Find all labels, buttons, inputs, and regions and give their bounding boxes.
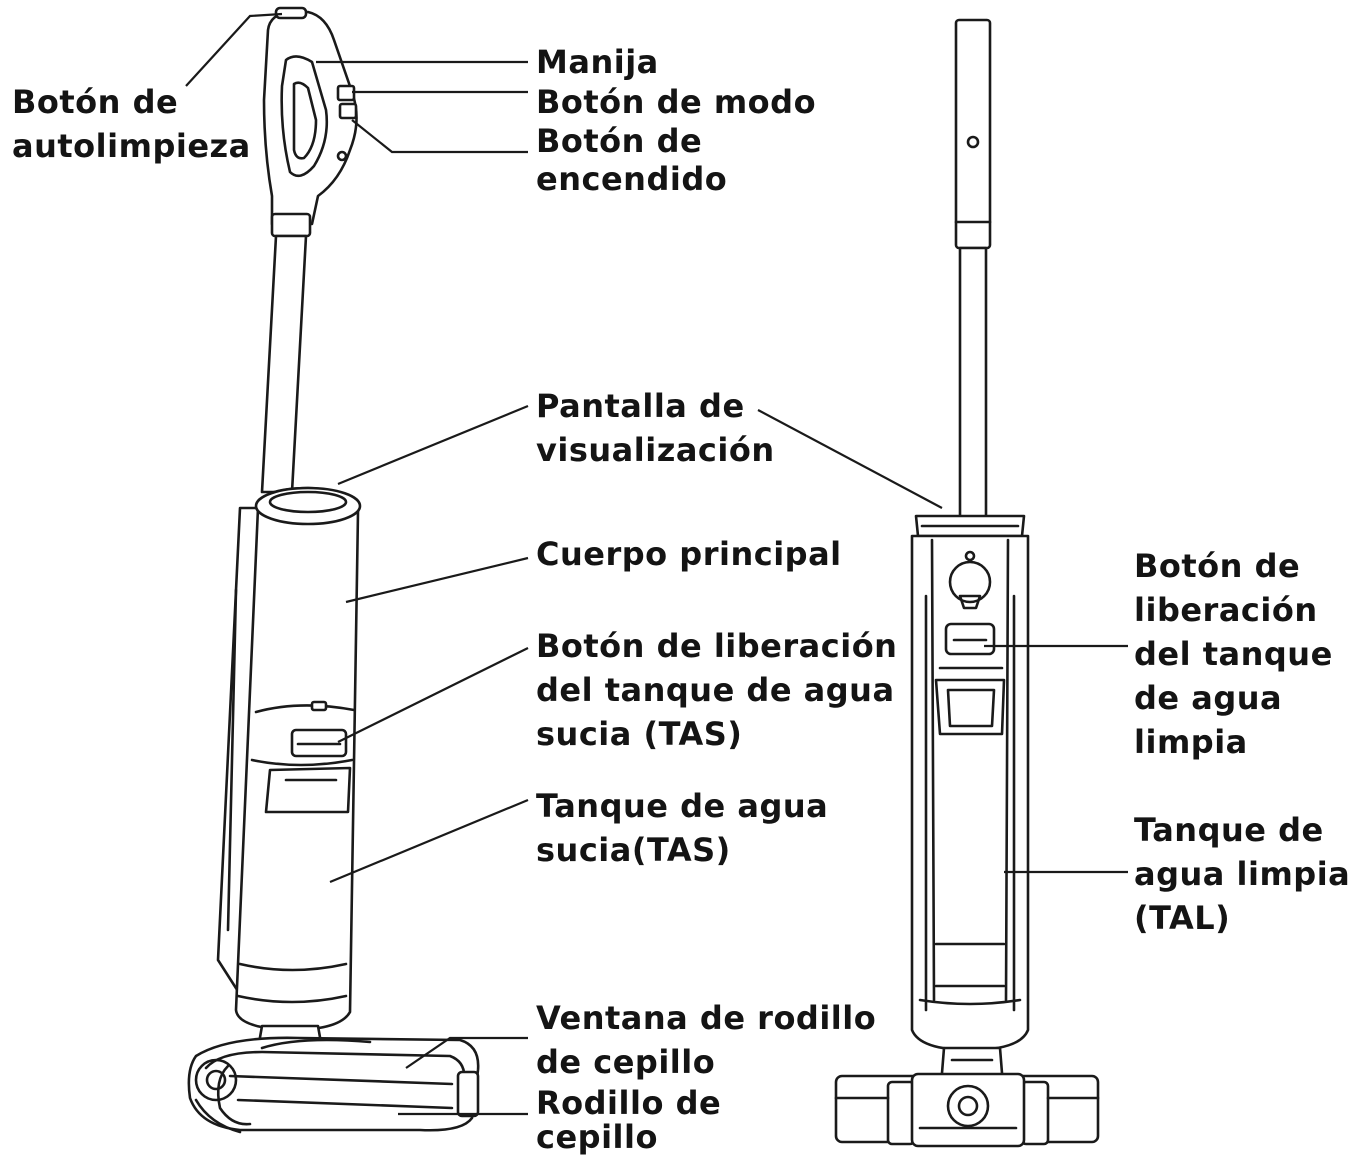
label-dirty-water-tank: Tanque de agua sucia(TAS) — [536, 784, 828, 872]
label-line: Botón de — [1134, 547, 1301, 585]
label-line: Tanque de agua — [536, 787, 829, 825]
label-line: Tanque de — [1134, 811, 1324, 849]
left-handle — [262, 6, 358, 238]
label-line: Botón de liberación — [536, 627, 898, 665]
left-stick — [260, 234, 308, 494]
label-line: del tanque — [1134, 635, 1333, 673]
label-line: Manija — [536, 43, 659, 81]
label-display-screen: Pantalla de visualización — [536, 384, 775, 472]
label-line: agua limpia — [1134, 855, 1351, 893]
label-line: visualización — [536, 431, 775, 469]
label-brush-roller-window: Ventana de rodillo de cepillo — [536, 996, 876, 1084]
label-line: sucia(TAS) — [536, 831, 731, 869]
label-mode-button: Botón de modo — [536, 80, 816, 124]
label-dirty-tank-release: Botón de liberación del tanque de agua s… — [536, 624, 897, 756]
label-line: de agua — [1134, 679, 1283, 717]
label-line: (TAL) — [1134, 899, 1231, 937]
right-vacuum-drawing — [834, 18, 1100, 1148]
left-floor-head — [187, 1036, 480, 1134]
label-line: Botón de — [12, 83, 179, 121]
label-line: autolimpieza — [12, 127, 251, 165]
left-main-body — [216, 486, 362, 1032]
label-line: Pantalla de — [536, 387, 745, 425]
right-stick-lower — [958, 246, 988, 532]
label-line: sucia (TAS) — [536, 715, 743, 753]
label-self-cleaning-button: Botón de autolimpieza — [12, 80, 251, 168]
label-line: cepillo — [536, 1118, 658, 1156]
label-power-button: Botón de encendido — [536, 122, 727, 198]
label-line: limpia — [1134, 723, 1248, 761]
label-clean-tank-release: Botón de liberación del tanque de agua l… — [1134, 544, 1333, 764]
label-line: encendido — [536, 160, 728, 198]
label-main-body: Cuerpo principal — [536, 532, 842, 576]
label-line: Botón de — [536, 122, 703, 160]
label-line: Rodillo de — [536, 1084, 722, 1122]
label-clean-water-tank: Tanque de agua limpia (TAL) — [1134, 808, 1350, 940]
label-line: Cuerpo principal — [536, 535, 842, 573]
label-line: liberación — [1134, 591, 1318, 629]
label-brush-roller: Rodillo de cepillo — [536, 1086, 721, 1154]
label-line: Botón de modo — [536, 83, 817, 121]
label-line: Ventana de rodillo — [536, 999, 877, 1037]
left-vacuum-drawing — [187, 6, 480, 1134]
right-main-body — [910, 534, 1030, 1052]
leader-lines — [185, 12, 1128, 1116]
label-line: del tanque de agua — [536, 671, 895, 709]
right-stick-top — [954, 18, 992, 250]
right-floor-head — [834, 1072, 1100, 1148]
label-line: de cepillo — [536, 1043, 716, 1081]
label-handle: Manija — [536, 40, 659, 84]
